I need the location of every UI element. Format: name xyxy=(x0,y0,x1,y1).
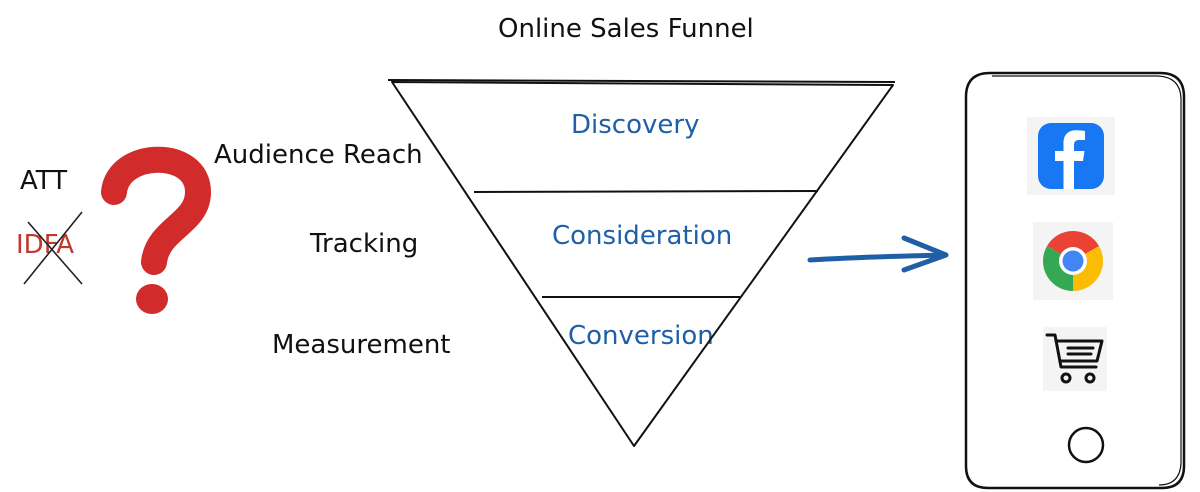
smartphone-icon xyxy=(964,71,1186,490)
measurement-label: Measurement xyxy=(272,330,451,360)
phone-home-button xyxy=(1067,426,1105,464)
idfa-cross-out xyxy=(23,211,83,285)
funnel-top-edge xyxy=(387,79,896,83)
tracking-label: Tracking xyxy=(310,229,419,259)
att-label: ATT xyxy=(20,166,68,196)
arrow-to-phone xyxy=(807,235,949,273)
funnel-divider-1 xyxy=(473,190,819,193)
question-mark-icon xyxy=(101,146,212,314)
facebook-icon xyxy=(1027,117,1115,195)
audience-reach-label: Audience Reach xyxy=(214,140,423,170)
stage-conversion: Conversion xyxy=(568,321,714,351)
diagram-title: Online Sales Funnel xyxy=(498,14,754,44)
idfa-label: IDFA xyxy=(16,230,75,260)
funnel-shape xyxy=(387,79,896,447)
stage-discovery: Discovery xyxy=(571,110,700,140)
stage-consideration: Consideration xyxy=(552,221,733,251)
shopping-cart-icon xyxy=(1043,327,1107,391)
chrome-icon xyxy=(1033,222,1113,300)
